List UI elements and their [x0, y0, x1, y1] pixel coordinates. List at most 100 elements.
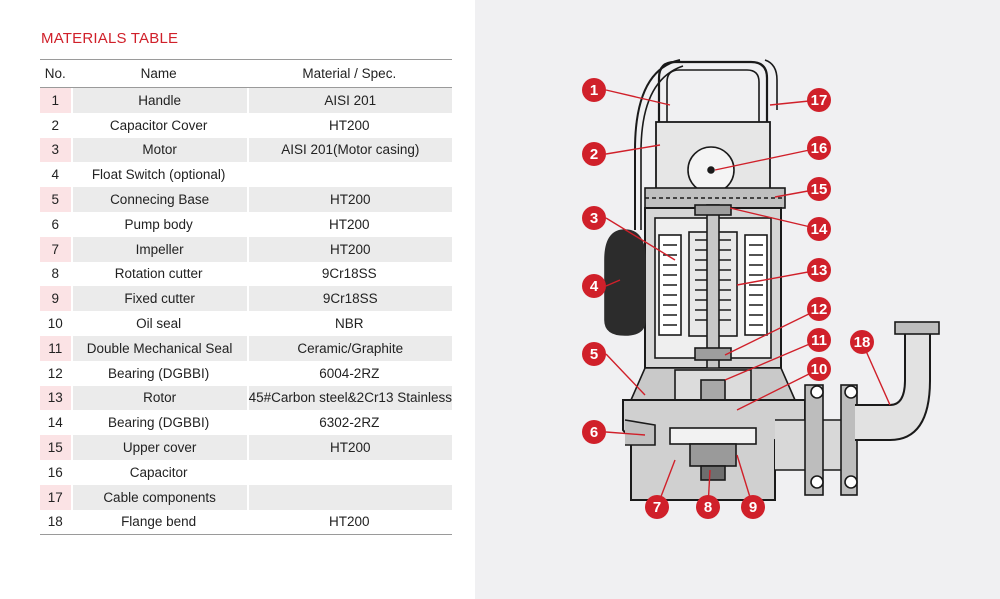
cell-no: 1 [40, 88, 71, 113]
callout-badge-14: 14 [807, 217, 831, 241]
cell-name: Double Mechanical Seal [70, 335, 247, 361]
cell-no: 11 [40, 335, 71, 361]
svg-text:13: 13 [811, 262, 828, 279]
cell-name: Impeller [70, 236, 247, 262]
table-row: 8 Rotation cutter 9Cr18SS [40, 262, 452, 287]
cell-material [246, 484, 452, 510]
cell-no: 3 [40, 137, 71, 163]
svg-text:16: 16 [811, 140, 828, 157]
table-row: 16 Capacitor [40, 460, 452, 485]
callout-badge-2: 2 [582, 142, 606, 166]
cell-name: Float Switch (optional) [91, 167, 226, 183]
cell-name: Capacitor Cover [109, 117, 208, 133]
callout-badge-6: 6 [582, 420, 606, 444]
cell-name: Bearing (DGBBI) [107, 365, 210, 381]
svg-text:12: 12 [811, 301, 828, 318]
column-header-name: Name [70, 59, 247, 88]
svg-text:5: 5 [590, 346, 598, 363]
cell-no: 5 [40, 187, 71, 212]
svg-text:4: 4 [590, 278, 599, 295]
callout-badge-13: 13 [807, 258, 831, 282]
callout-badge-4: 4 [582, 274, 606, 298]
callout-badge-9: 9 [741, 495, 765, 519]
cell-name: Connecing Base [70, 187, 247, 212]
cell-name: Fixed cutter [70, 286, 247, 312]
cell-material: HT200 [329, 117, 370, 133]
cell-material: HT200 [246, 435, 452, 460]
callout-badge-18: 18 [850, 330, 874, 354]
cell-material: HT200 [246, 187, 452, 212]
cell-no: 14 [47, 415, 63, 431]
cell-material: 45#Carbon steel&2Cr13 Stainless [246, 385, 452, 411]
cell-material: HT200 [329, 216, 370, 232]
cell-name: Rotor [70, 385, 247, 411]
cell-material [247, 460, 452, 485]
cell-no: 16 [47, 464, 63, 480]
cell-no: 13 [40, 385, 71, 411]
cell-no: 18 [40, 510, 71, 536]
table-row: 12 Bearing (DGBBI) 6004-2RZ [40, 361, 452, 386]
svg-text:8: 8 [704, 499, 712, 516]
cell-material: 9Cr18SS [321, 266, 377, 282]
cell-material [247, 162, 452, 187]
cell-material: 6004-2RZ [319, 365, 380, 381]
callout-badge-12: 12 [807, 297, 831, 321]
cell-no: 6 [51, 216, 60, 232]
cell-material: 9Cr18SS [246, 286, 452, 312]
callout-badge-7: 7 [645, 495, 669, 519]
cell-material: HT200 [246, 510, 452, 536]
callout-badge-17: 17 [807, 88, 831, 112]
column-header-no: No. [40, 59, 71, 88]
cell-name: Bearing (DGBBI) [107, 415, 210, 431]
column-header-material: Material / Spec. [246, 59, 452, 88]
cell-material: 6302-2RZ [319, 415, 380, 431]
svg-text:3: 3 [590, 210, 598, 227]
callout-badge-15: 15 [807, 177, 831, 201]
cell-name: Cable components [70, 484, 247, 510]
callout-badge-10: 10 [807, 357, 831, 381]
cell-name: Motor [70, 137, 247, 163]
cell-name: Rotation cutter [114, 266, 203, 282]
pump-drawing [604, 59, 940, 501]
cell-name: Oil seal [136, 316, 182, 332]
pump-cross-section-diagram: 1 2 3 4 5 6 7 8 9 10 11 12 13 14 15 16 1… [582, 59, 940, 519]
svg-text:9: 9 [749, 499, 757, 516]
callout-badge-3: 3 [582, 206, 606, 230]
svg-text:15: 15 [811, 181, 828, 198]
table-row: 14 Bearing (DGBBI) 6302-2RZ [40, 410, 452, 435]
cell-no: 12 [47, 365, 63, 381]
cell-no: 17 [40, 484, 71, 510]
svg-text:7: 7 [653, 499, 661, 516]
materials-panel: MATERIALS TABLE No. Name Material / Spec… [0, 0, 475, 599]
cell-no: 10 [47, 316, 63, 332]
svg-text:6: 6 [590, 424, 598, 441]
callout-badge-1: 1 [582, 78, 606, 102]
svg-text:14: 14 [811, 221, 828, 238]
cell-material: AISI 201 [246, 88, 452, 113]
cell-no: 8 [51, 266, 60, 282]
cell-name: Upper cover [70, 435, 247, 460]
cell-name: Flange bend [70, 510, 247, 536]
cell-material: HT200 [246, 236, 452, 262]
cell-name: Capacitor [129, 464, 188, 480]
cell-material: AISI 201(Motor casing) [246, 137, 452, 163]
cell-name: Handle [70, 88, 247, 113]
callout-badge-11: 11 [807, 328, 831, 352]
cell-no: 9 [40, 286, 71, 312]
svg-text:11: 11 [811, 332, 827, 349]
callout-badge-8: 8 [696, 495, 720, 519]
materials-table-title: MATERIALS TABLE [41, 30, 179, 47]
